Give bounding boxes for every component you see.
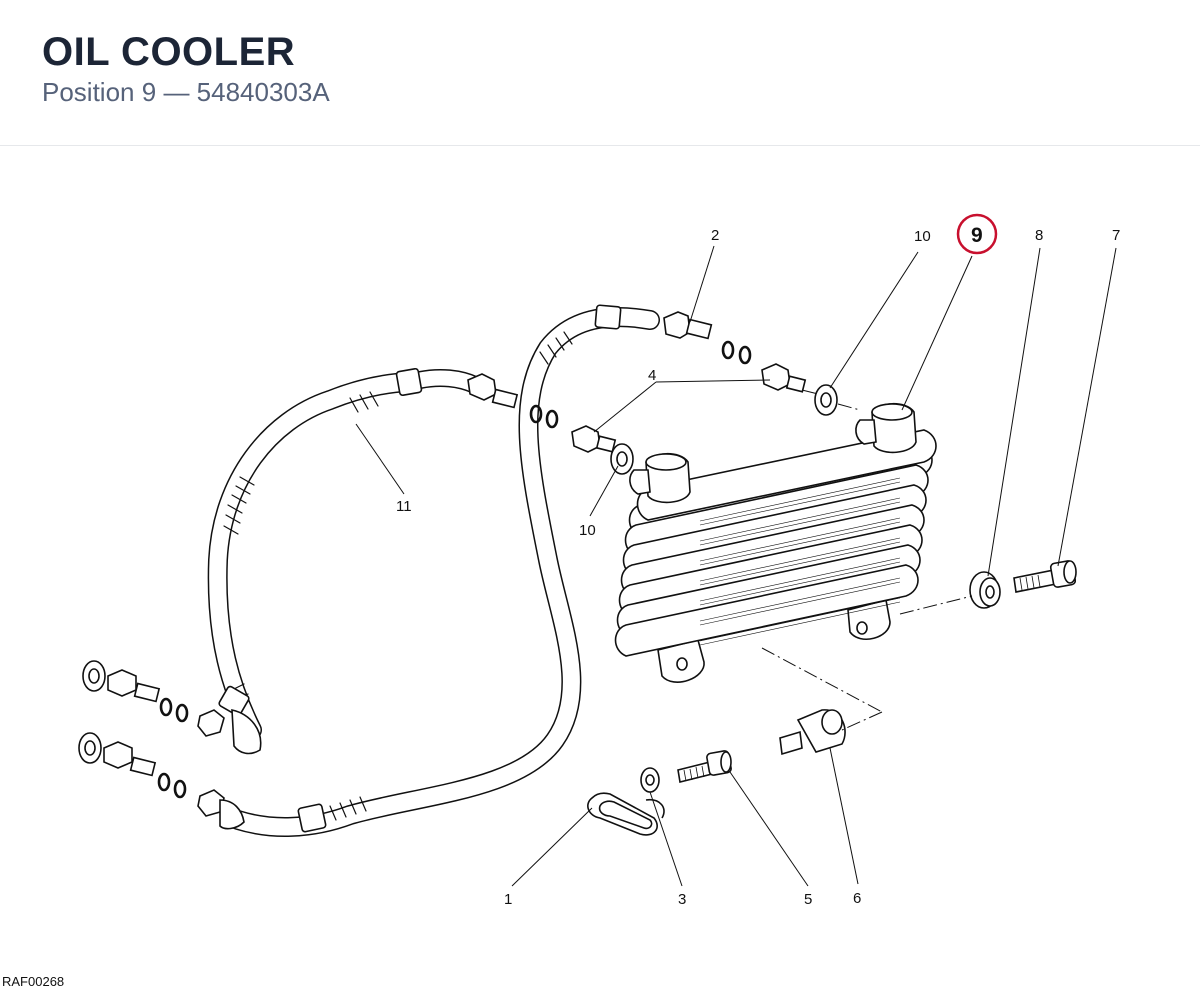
sealing-washers <box>78 384 838 764</box>
callout-7[interactable]: 7 <box>1112 227 1120 244</box>
callout-10-upper[interactable]: 10 <box>914 228 931 245</box>
callout-4[interactable]: 4 <box>648 367 656 384</box>
hose-assembly <box>207 304 660 837</box>
callout-10-lower[interactable]: 10 <box>579 522 596 539</box>
o-rings <box>157 340 752 799</box>
callout-1[interactable]: 1 <box>504 891 512 908</box>
subtitle-separator: — <box>163 77 190 107</box>
callout-3[interactable]: 3 <box>678 891 686 908</box>
callout-leader-lines <box>355 245 1117 887</box>
position-number: 9 <box>141 77 157 107</box>
callout-2[interactable]: 2 <box>711 227 719 244</box>
exploded-parts-diagram: 1 2 3 4 5 6 7 8 9 10 10 11 <box>78 213 1120 908</box>
position-prefix: Position <box>42 77 135 107</box>
callout-9-highlighted[interactable]: 9 <box>971 224 983 247</box>
callout-5[interactable]: 5 <box>804 891 812 908</box>
part-number: 54840303A <box>196 77 330 107</box>
highlighted-callout-ring <box>956 213 998 255</box>
page-header: OIL COOLER Position 9 — 54840303A <box>0 0 1200 146</box>
assembly-centerlines <box>761 389 973 731</box>
cooler-core <box>614 444 933 657</box>
callout-numbers: 1 2 3 4 5 6 7 8 9 10 10 11 <box>396 224 1120 908</box>
callout-11[interactable]: 11 <box>396 498 412 515</box>
hose-end-fittings <box>103 311 713 830</box>
mounting-hardware <box>587 560 1077 836</box>
callout-8[interactable]: 8 <box>1035 227 1043 244</box>
drawing-code: RAF00268 <box>2 974 65 989</box>
adapter-fittings <box>571 363 807 453</box>
oil-cooler-radiator <box>614 402 937 683</box>
page-title: OIL COOLER <box>42 30 296 74</box>
callout-6[interactable]: 6 <box>853 890 861 907</box>
page-subtitle: Position 9 — 54840303A <box>42 76 330 108</box>
